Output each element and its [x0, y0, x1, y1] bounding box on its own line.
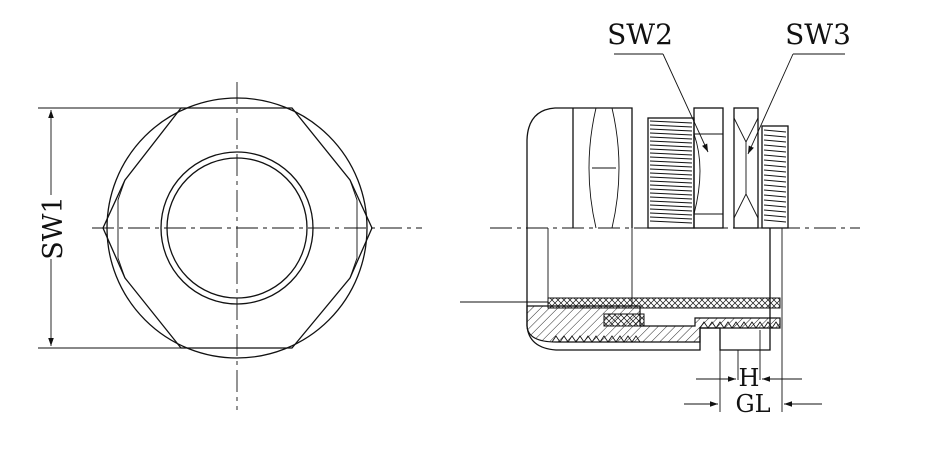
body-section-hatch	[526, 305, 781, 343]
sw1-label: SW1	[38, 196, 69, 259]
sw2-leader	[662, 53, 709, 153]
hex-top-view: SW1	[38, 82, 422, 410]
sw2-nut	[693, 107, 724, 229]
h-label: H	[739, 364, 760, 392]
gland-side-view: H GL	[460, 107, 860, 418]
lower-thread-teeth	[551, 321, 781, 343]
end-thread-pattern	[763, 129, 787, 223]
hex-nut-outline	[102, 107, 373, 349]
gl-label: GL	[735, 390, 770, 418]
thread-pattern	[649, 120, 693, 224]
body-barrel	[573, 107, 633, 228]
sw2-label: SW2	[607, 18, 673, 51]
end-thread	[761, 125, 789, 229]
sw-callouts: SW2 SW3	[607, 18, 851, 155]
dome-cap	[526, 107, 573, 228]
seal-insert	[547, 297, 781, 309]
sw3-label: SW3	[785, 18, 851, 51]
sw3-leader	[747, 53, 794, 155]
